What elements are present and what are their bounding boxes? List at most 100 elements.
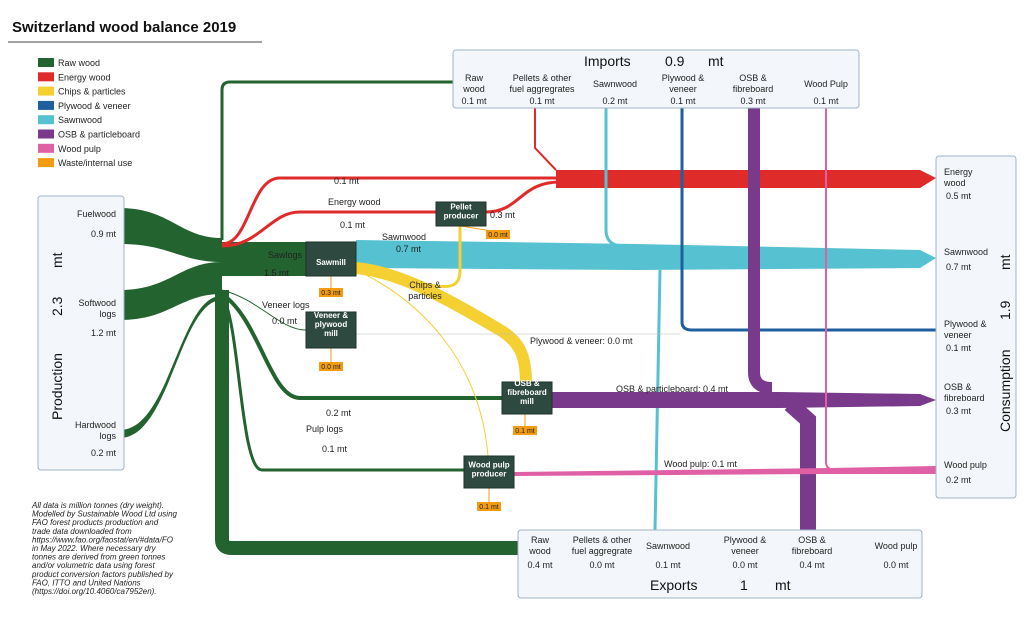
exports-item-name: Plywood & (724, 535, 767, 545)
consumption-item-value: 0.1 mt (946, 343, 972, 353)
flow-sawlogs (222, 242, 306, 276)
flow-softwood (120, 262, 222, 320)
production-item-value: 0.9 mt (91, 229, 117, 239)
sawmill-waste-label: 0.3 mt (321, 290, 341, 297)
flow-raw-export (215, 290, 518, 555)
note-line: in May 2022. Where necessary dry (32, 544, 157, 553)
pellet-waste-box (486, 230, 510, 239)
flow-osb-import (748, 108, 773, 394)
consumption-item-value: 0.3 mt (946, 406, 972, 416)
exports-item-value: 0.4 mt (799, 560, 825, 570)
veneer-waste-box (319, 362, 343, 371)
flow-energy-consumption (556, 170, 936, 188)
production-unit: mt (49, 252, 65, 268)
consumption-item-name: fibreboard (944, 393, 985, 403)
flow-fuelwood (120, 208, 222, 262)
production-box (37, 195, 125, 471)
note-line: product conversion factors published by (31, 570, 174, 579)
exports-item-name: Sawnwood (646, 541, 690, 551)
flows (120, 80, 936, 555)
flow-energy-pellet (221, 210, 436, 248)
legend-label: Raw wood (58, 58, 100, 68)
exports-item-name: OSB & (798, 535, 826, 545)
process-label: Wood pulp (468, 461, 509, 470)
process-sawmill: Sawmill 0.3 mt (305, 241, 357, 297)
label-pulp-logs: Pulp logs (306, 424, 344, 434)
osb-box (501, 381, 553, 415)
legend-label: Plywood & veneer (58, 101, 131, 111)
imports-item-value: 0.1 mt (670, 96, 696, 106)
flow-raw-import (220, 80, 453, 240)
imports-item-value: 0.1 mt (529, 96, 555, 106)
production-item-name: logs (99, 309, 116, 319)
process-label: fibreboard (507, 388, 547, 397)
exports-item-name: veneer (731, 546, 759, 556)
veneer-waste-label: 0.0 mt (321, 364, 341, 371)
flow-labels: 0.1 mt Energy wood 0.1 mt 0.3 mt Sawlogs… (262, 176, 737, 469)
label-sawlogs-value: 1.5 mt (264, 268, 290, 278)
exports-item-value: 0.4 mt (527, 560, 553, 570)
imports-item-name: Plywood & (662, 73, 705, 83)
process-label: Pellet (450, 203, 472, 212)
process-label: Sawmill (316, 258, 346, 267)
label-veneer-logs-value: 0.0 mt (272, 316, 298, 326)
legend-swatch (38, 86, 54, 96)
production-item-value: 0.2 mt (91, 448, 117, 458)
flow-plywood-import (680, 108, 936, 332)
flow-osb-main (552, 392, 936, 408)
consumption-item-name: Sawnwood (944, 247, 988, 257)
legend-label: Wood pulp (58, 144, 101, 154)
process-label: OSB & (514, 379, 540, 388)
consumption-item-name: Energy (944, 167, 973, 177)
exports-total: 1 (740, 577, 748, 593)
production-item-name: Fuelwood (77, 209, 116, 219)
exports-item-value: 0.0 mt (589, 560, 615, 570)
label-veneer-logs: Veneer logs (262, 300, 310, 310)
production-item-value: 1.2 mt (91, 328, 117, 338)
note-line: tonnes are derived from green tonnes (32, 553, 165, 562)
note-line: All data is million tonnes (dry weight). (31, 501, 164, 510)
consumption-box (935, 155, 1017, 499)
legend-swatch (38, 58, 54, 67)
label-sawlogs: Sawlogs (268, 250, 303, 260)
consumption-item-name: veneer (944, 330, 972, 340)
osb-waste-box (513, 426, 537, 435)
label-raw-osb: 0.2 mt (326, 408, 352, 418)
flow-pellet-out (485, 180, 561, 214)
imports-box (452, 49, 860, 109)
flow-sawnwood-main (356, 240, 936, 270)
imports-item-name: wood (462, 84, 485, 94)
consumption-item-value: 0.7 mt (946, 262, 972, 272)
flow-pulp-logs (220, 295, 464, 472)
flow-veneer-logs (221, 289, 307, 331)
consumption-item-name: Plywood & (944, 319, 987, 329)
note-line: (https://doi.org/10.4060/ca7952en). (32, 587, 157, 596)
exports-item-value: 0.0 mt (883, 560, 909, 570)
exports-item-value: 0.0 mt (732, 560, 758, 570)
label-energy-wood-value: 0.1 mt (340, 220, 366, 230)
legend-label: Energy wood (58, 72, 111, 82)
label-plywood-veneer: Plywood & veneer: 0.0 mt (530, 336, 633, 346)
consumption-unit: mt (997, 254, 1013, 270)
imports-item-name: Wood Pulp (804, 79, 848, 89)
flow-chips-osb (355, 262, 532, 385)
veneer-box (305, 311, 357, 349)
source-note: All data is million tonnes (dry weight).… (31, 501, 178, 596)
legend-swatch (38, 72, 54, 82)
production-total: 2.3 (49, 296, 65, 316)
note-line: trade data downloaded from (32, 527, 132, 536)
imports-item-name: OSB & (739, 73, 767, 83)
exports-item-name: Wood pulp (875, 541, 918, 551)
imports-item-name: Sawnwood (593, 79, 637, 89)
flow-chips-pellet (359, 226, 462, 289)
consumption-total: 1.9 (997, 300, 1013, 320)
production-item-name: Softwood (78, 298, 116, 308)
exports-item-name: fuel aggregrate (572, 546, 633, 556)
label-pulp-logs-value: 0.1 mt (322, 444, 348, 454)
pulp-box (463, 455, 515, 489)
pellet-box (435, 201, 487, 227)
legend-swatch (38, 100, 54, 110)
flow-osb-export (784, 398, 816, 530)
